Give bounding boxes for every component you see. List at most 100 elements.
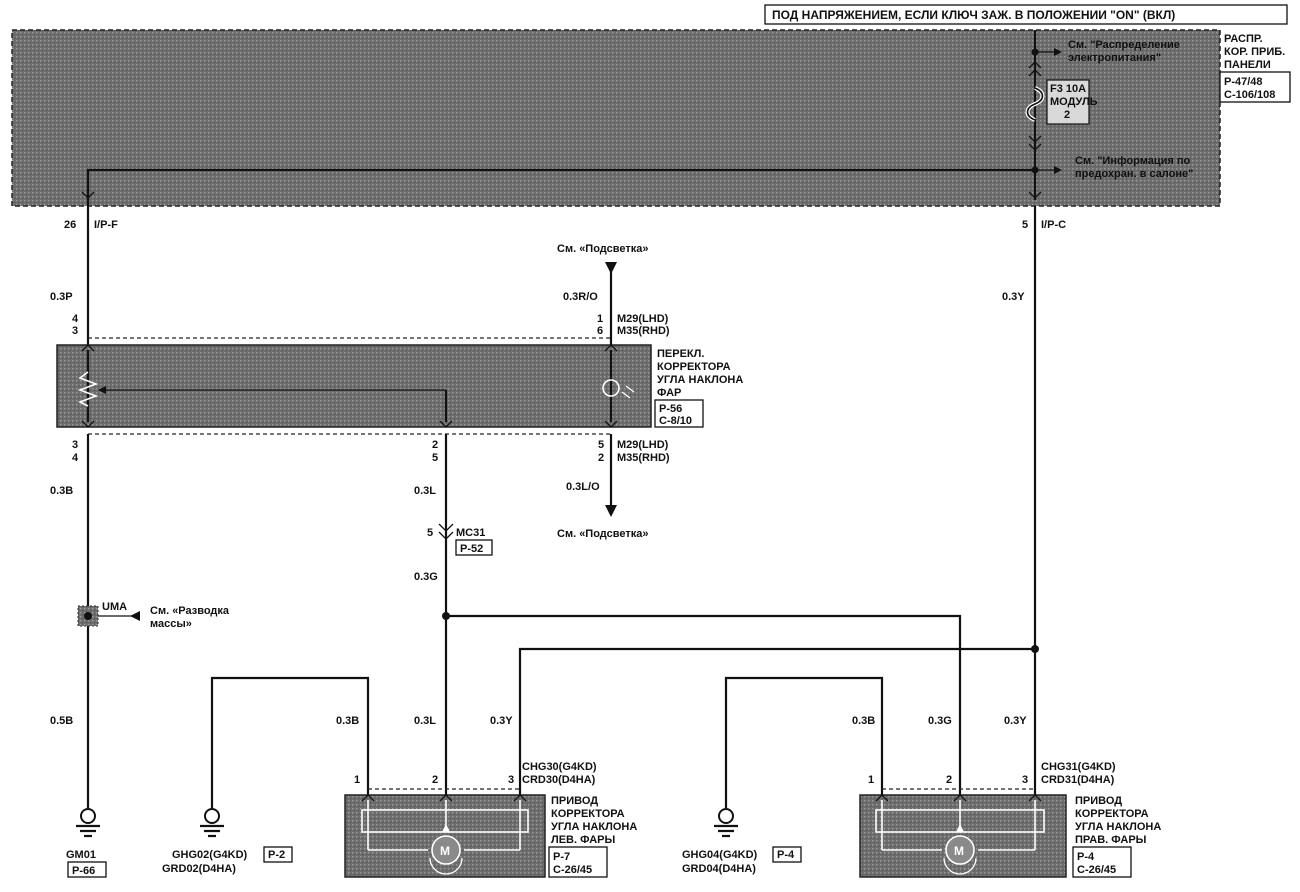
svg-text:2: 2 [598,452,604,464]
svg-text:P-66: P-66 [72,865,95,877]
svg-text:предохран. в салоне": предохран. в салоне" [1075,168,1193,180]
svg-text:M: M [440,844,450,858]
svg-text:0.3P: 0.3P [50,291,73,303]
fuse-connector-icon-lower [1028,135,1042,151]
left-actuator-connectors [361,794,527,802]
switch-label: ПЕРЕКЛ. КОРРЕКТОРА УГЛА НАКЛОНА ФАР [657,348,743,399]
svg-text:GM01: GM01 [66,849,96,861]
ghg02-ref [263,846,293,863]
indicator-lamp-icon [602,379,620,397]
svg-text:P-7: P-7 [553,851,570,863]
svg-text:0.3B: 0.3B [336,715,359,727]
svg-text:0.3L: 0.3L [414,485,436,497]
switch-in-connectors [81,344,618,352]
internal-bus [86,168,1035,206]
power-note: ПОД НАПРЯЖЕНИЕМ, ЕСЛИ КЛЮЧ ЗАЖ. В ПОЛОЖЕ… [772,8,1175,22]
svg-text:P-4: P-4 [777,849,795,861]
svg-text:ПЕРЕКЛ.: ПЕРЕКЛ. [657,348,704,360]
right-actuator-connectors [875,794,1042,802]
svg-text:0.3L: 0.3L [414,715,436,727]
box-out-connectors [81,191,1042,199]
svg-text:См. "Распределение: См. "Распределение [1068,39,1180,51]
rheostat-icon [77,371,99,407]
ghg04-ref [772,846,802,863]
svg-text:массы»: массы» [150,618,192,630]
wire-0-3B-right-actuator [724,676,884,808]
svg-text:3: 3 [508,774,514,786]
svg-text:ПРИВОД: ПРИВОД [1075,795,1122,807]
svg-text:GHG04(G4KD): GHG04(G4KD) [682,849,758,861]
svg-text:0.5B: 0.5B [50,715,73,727]
svg-text:МОДУЛЬ: МОДУЛЬ [1050,96,1098,108]
switch-ref [654,399,704,428]
left-actuator-ref [548,846,608,878]
fuse-module-box [1046,79,1090,125]
svg-text:ПРАВ. ФАРЫ: ПРАВ. ФАРЫ [1075,834,1147,846]
svg-text:0.3R/O: 0.3R/O [563,291,598,303]
svg-text:P-2: P-2 [268,849,285,861]
svg-text:5: 5 [1022,219,1028,231]
svg-text:C-8/10: C-8/10 [659,415,692,427]
power-note-box [764,4,1288,25]
svg-text:CRD31(D4HA): CRD31(D4HA) [1041,774,1115,786]
svg-text:5: 5 [427,527,433,539]
ground-gm01-icon [80,808,96,824]
svg-text:1: 1 [354,774,360,786]
svg-text:электропитания": электропитания" [1068,52,1161,64]
svg-text:CRD30(D4HA): CRD30(D4HA) [522,774,596,786]
svg-text:P-47/48: P-47/48 [1224,76,1263,88]
svg-text:6: 6 [597,325,603,337]
svg-text:F3 10A: F3 10A [1050,83,1086,95]
svg-text:См. «Подсветка»: См. «Подсветка» [557,243,648,255]
svg-text:26: 26 [64,219,76,231]
svg-text:M29(LHD): M29(LHD) [617,313,669,325]
svg-text:ЛЕВ. ФАРЫ: ЛЕВ. ФАРЫ [551,834,616,846]
wire-0-3Y-cross [518,647,1035,795]
svg-text:5: 5 [598,439,604,451]
svg-text:См. «Разводка: См. «Разводка [150,605,230,617]
gm01-ref [67,861,107,878]
wire-0-3G-right [446,614,962,795]
right-actuator-label: ПРИВОД КОРРЕКТОРА УГЛА НАКЛОНА ПРАВ. ФАР… [1075,795,1161,846]
svg-text:GHG02(G4KD): GHG02(G4KD) [172,849,248,861]
right-actuator-ref [1072,846,1132,878]
svg-text:КОРРЕКТОРА: КОРРЕКТОРА [657,361,731,373]
svg-text:MC31: MC31 [456,527,485,539]
svg-text:ПРИВОД: ПРИВОД [551,795,598,807]
svg-text:M: M [954,844,964,858]
svg-text:3: 3 [72,439,78,451]
fuse-box [11,29,1221,207]
svg-text:0.3B: 0.3B [852,715,875,727]
right-motor-icon [945,835,975,865]
svg-text:КОР. ПРИБ.: КОР. ПРИБ. [1224,46,1285,58]
svg-text:1: 1 [597,313,603,325]
left-actuator-label: ПРИВОД КОРРЕКТОРА УГЛА НАКЛОНА ЛЕВ. ФАРЫ [551,795,637,846]
svg-text:CHG31(G4KD): CHG31(G4KD) [1041,761,1116,773]
svg-text:См. "Информация по: См. "Информация по [1075,155,1190,167]
svg-text:P-56: P-56 [659,403,682,415]
svg-text:3: 3 [72,325,78,337]
svg-text:M35(RHD): M35(RHD) [617,325,670,337]
mc31-ref [455,539,493,556]
svg-text:CHG30(G4KD): CHG30(G4KD) [522,761,597,773]
switch-out-connectors [81,420,618,428]
uma-arrow [130,611,140,621]
ground-ghg04-icon [718,808,734,824]
svg-text:РАСПР.: РАСПР. [1224,33,1263,45]
svg-text:0.3Y: 0.3Y [1004,715,1027,727]
svg-text:См. «Подсветка»: См. «Подсветка» [557,528,648,540]
ground-ghg02-icon [204,808,220,824]
svg-text:1: 1 [868,774,874,786]
svg-text:2: 2 [432,774,438,786]
svg-text:ФАР: ФАР [657,387,681,399]
fuse-box-ref [1219,71,1291,103]
svg-text:UMA: UMA [102,601,127,613]
svg-text:УГЛА НАКЛОНА: УГЛА НАКЛОНА [657,374,743,386]
svg-text:0.3G: 0.3G [414,571,438,583]
svg-text:I/P-F: I/P-F [94,219,118,231]
svg-text:M29(LHD): M29(LHD) [617,439,669,451]
svg-text:4: 4 [72,313,79,325]
svg-text:C-106/108: C-106/108 [1224,89,1275,101]
svg-text:2: 2 [946,774,952,786]
svg-text:ПАНЕЛИ: ПАНЕЛИ [1224,59,1271,71]
